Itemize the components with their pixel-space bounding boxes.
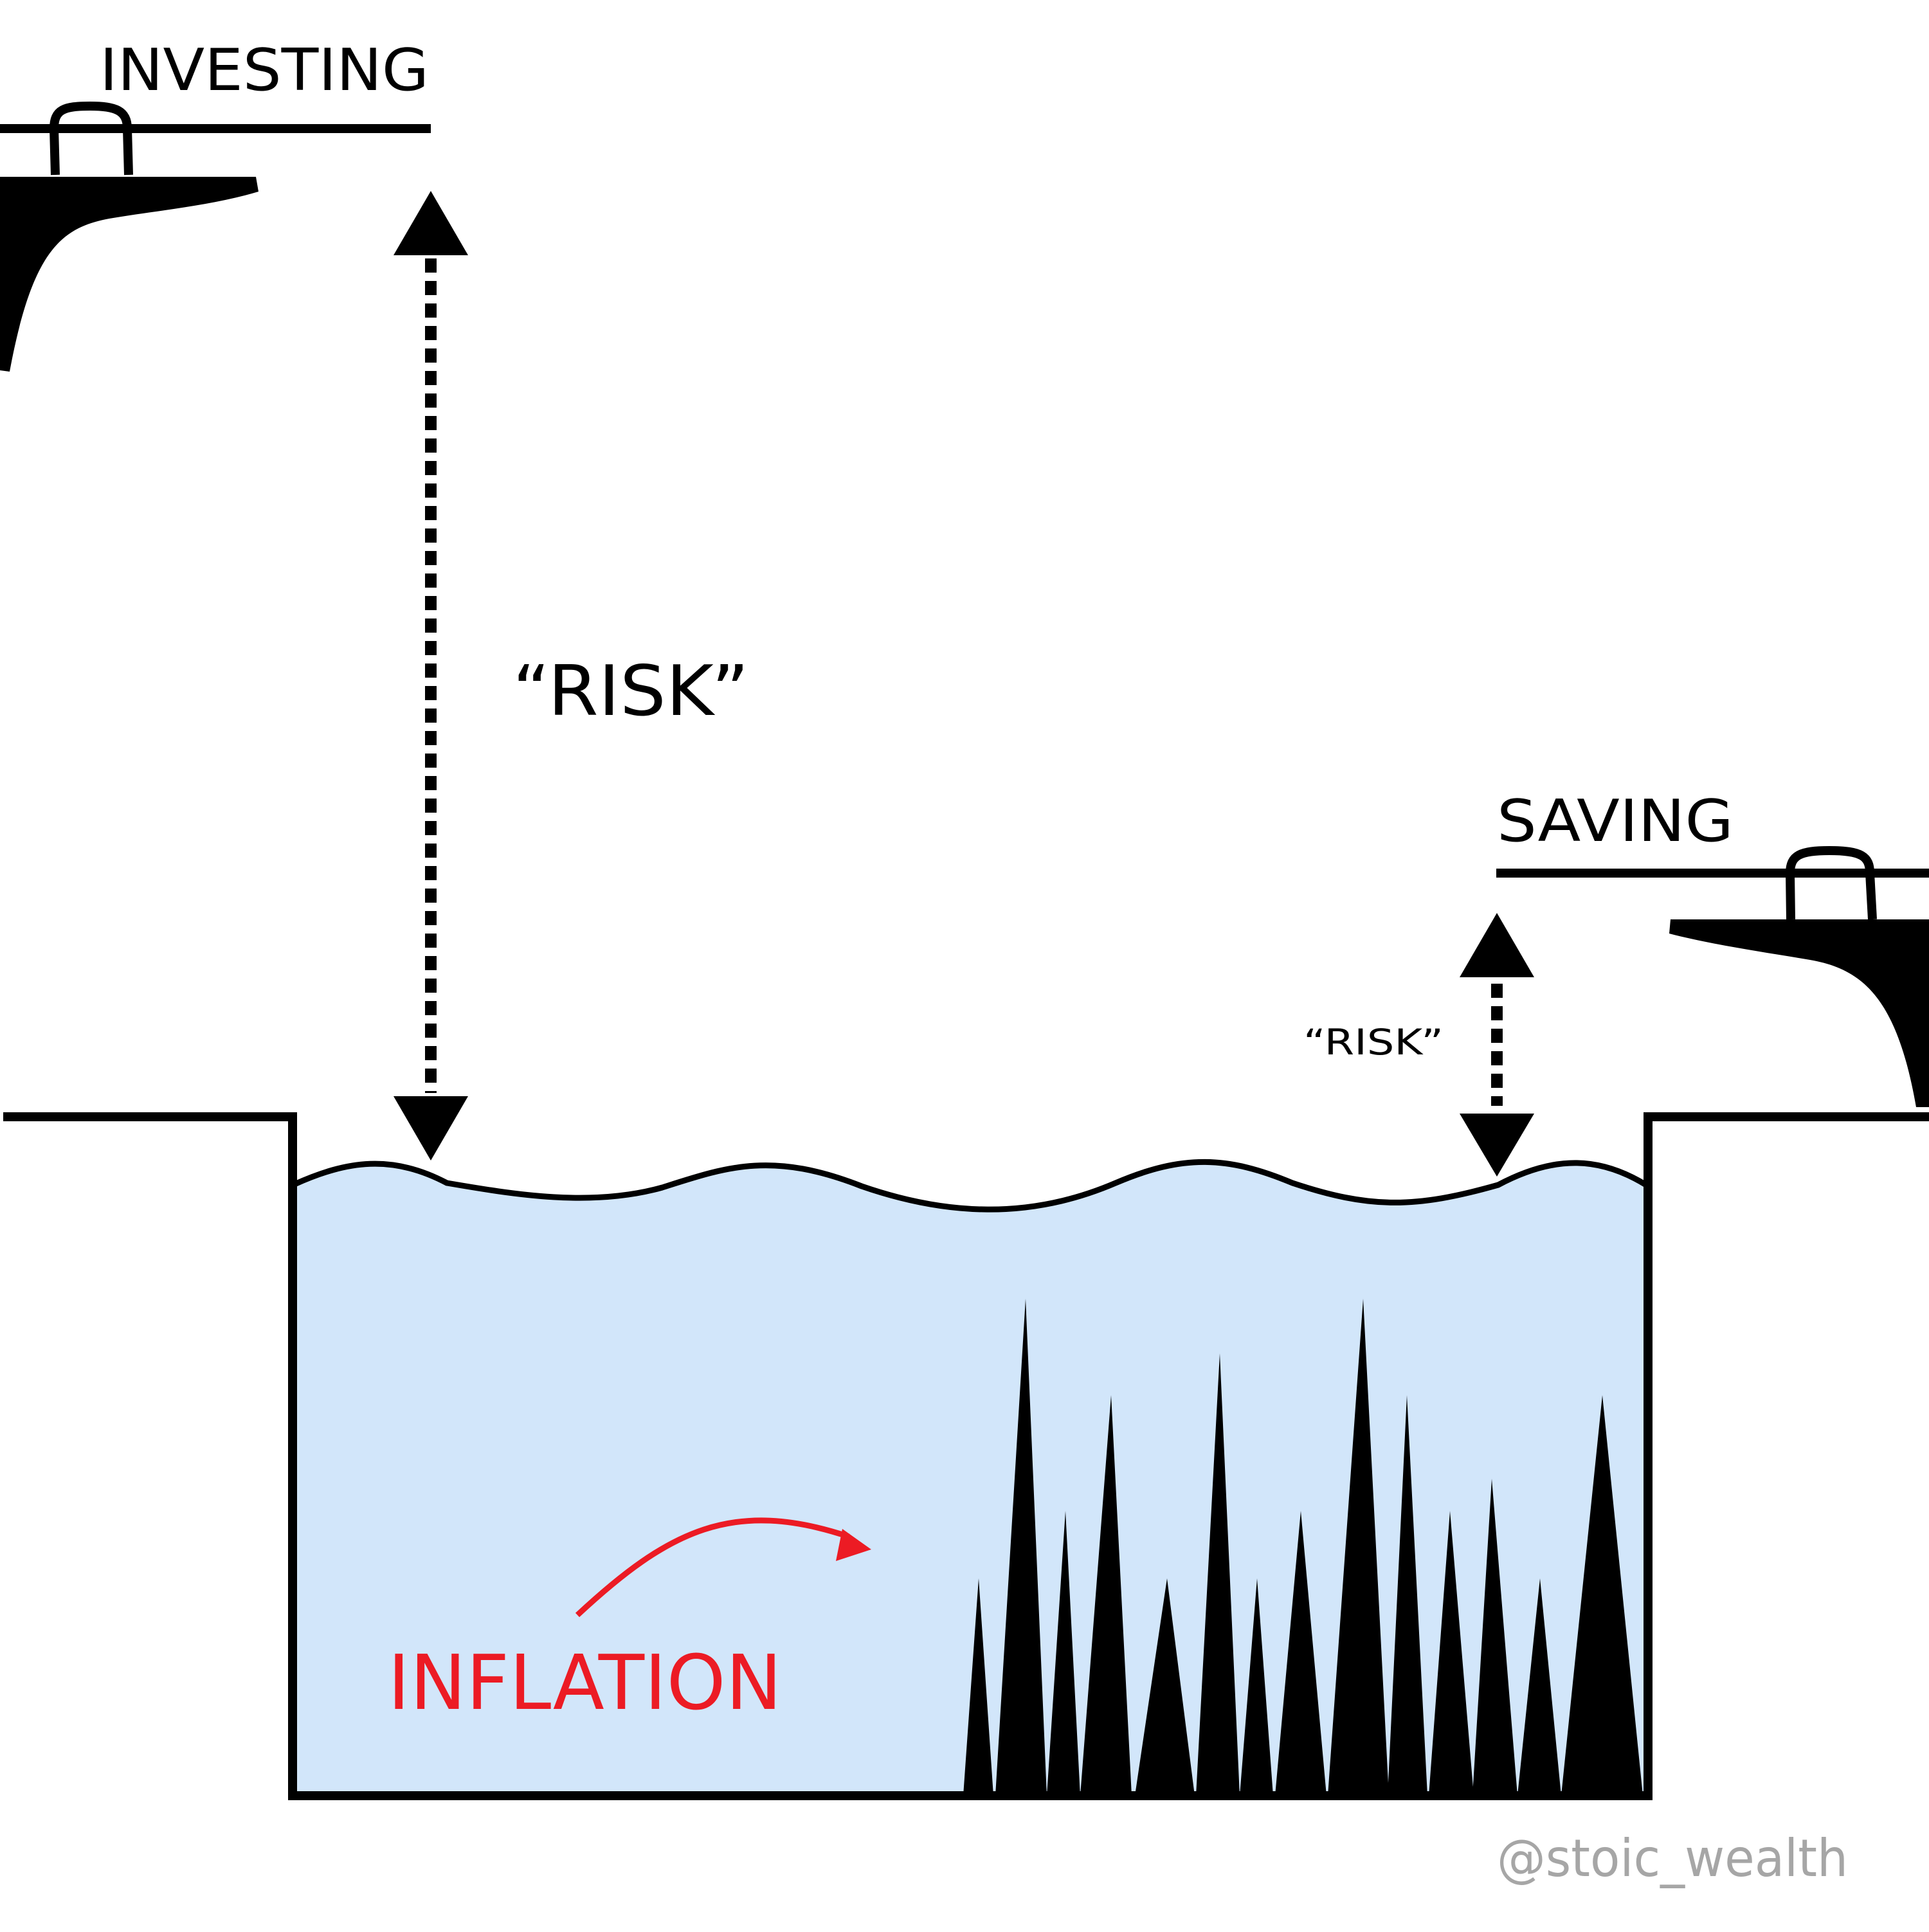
investing-board-base	[0, 177, 258, 372]
inflation-label: INFLATION	[388, 1638, 782, 1727]
investing-label: INVESTING	[100, 37, 429, 104]
risk-arrow-large-head-down	[394, 1096, 468, 1160]
saving-board-handle	[1785, 845, 1877, 920]
saving-board-base	[1669, 919, 1929, 1107]
saving-diving-board	[1496, 845, 1929, 1107]
inflation-arrow-shaft	[575, 1517, 850, 1618]
inflation-arrow-head	[836, 1529, 871, 1561]
investing-diving-board	[0, 101, 431, 372]
risk-arrow-small-head-up	[1460, 913, 1534, 977]
risk-arrow-small	[1460, 913, 1534, 1177]
spikes	[963, 1299, 1643, 1796]
water-surface	[293, 1159, 1648, 1213]
risk-arrow-large	[394, 191, 468, 1160]
risk-label-small: “RISK”	[1303, 1022, 1444, 1063]
risk-arrow-small-head-down	[1460, 1114, 1534, 1177]
inflation-arrow	[575, 1517, 871, 1618]
saving-label: SAVING	[1497, 788, 1734, 855]
watermark-label: @stoic_wealth	[1497, 1828, 1848, 1888]
investing-board-handle	[49, 101, 133, 176]
risk-label-large: “RISK”	[512, 651, 749, 732]
risk-arrow-large-head-up	[394, 191, 468, 255]
